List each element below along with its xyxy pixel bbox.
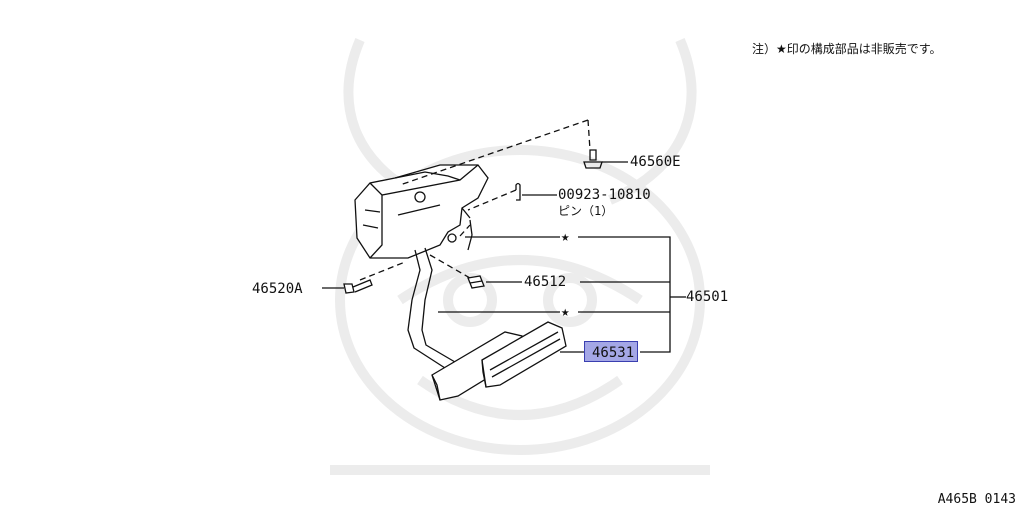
star-marker-lower: ★ [561, 304, 570, 320]
leader-lines [322, 161, 686, 353]
highlight-box[interactable] [584, 341, 638, 362]
assembly-lines [359, 119, 591, 281]
pedal-arm [407, 219, 473, 369]
label-46560e[interactable]: 46560E [630, 154, 681, 170]
label-46501[interactable]: 46501 [686, 289, 729, 305]
pedal-bracket [354, 164, 489, 259]
pin-46520a [343, 279, 373, 294]
pin-00923 [515, 182, 521, 201]
pedal-pads [431, 321, 567, 401]
bolt-46560e [583, 149, 603, 169]
label-46531[interactable]: 46531 [592, 345, 635, 361]
non-sale-note: 注）★印の構成部品は非販売です。 [752, 42, 942, 56]
diagram-code: A465B 0143 [937, 492, 1016, 507]
label-00923-10810[interactable]: 00923-10810 [558, 187, 651, 203]
star-marker-upper: ★ [561, 229, 570, 245]
bushing-46512 [467, 275, 485, 289]
label-pin-name: ピン（1） [558, 204, 614, 218]
label-46512[interactable]: 46512 [524, 274, 567, 290]
label-46520a[interactable]: 46520A [252, 281, 303, 297]
